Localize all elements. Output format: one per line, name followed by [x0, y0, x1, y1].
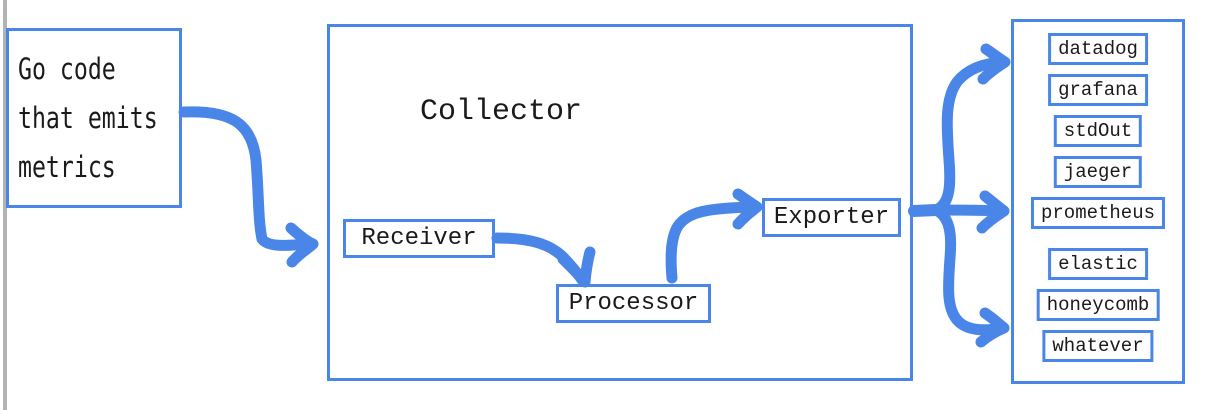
source-line-2: that emits — [18, 100, 158, 135]
go-code-source-box[interactable]: Go code that emits metrics — [6, 28, 182, 208]
receiver-box[interactable]: Receiver — [343, 219, 495, 258]
arrow-source-to-receiver — [178, 106, 319, 268]
destination-prometheus[interactable]: prometheus — [1030, 197, 1166, 229]
exporter-box[interactable]: Exporter — [762, 198, 901, 237]
destination-jaeger[interactable]: jaeger — [1053, 156, 1143, 188]
destination-label: elastic — [1058, 253, 1138, 275]
source-line-1: Go code — [18, 51, 116, 86]
destination-label: honeycomb — [1046, 294, 1150, 316]
destination-grafana[interactable]: grafana — [1048, 74, 1148, 106]
destination-honeycomb[interactable]: honeycomb — [1036, 289, 1160, 321]
page-edge-strip — [3, 0, 7, 410]
collector-title: Collector — [420, 95, 583, 129]
destination-label: jaeger — [1063, 161, 1133, 183]
receiver-label: Receiver — [361, 225, 477, 252]
source-line-3: metrics — [18, 149, 116, 184]
destinations-container: datadog grafana stdOut jaeger prometheus… — [1011, 19, 1185, 384]
destination-label: grafana — [1058, 79, 1138, 101]
processor-box[interactable]: Processor — [556, 284, 711, 323]
destination-label: prometheus — [1040, 202, 1156, 224]
exporter-label: Exporter — [773, 204, 890, 231]
destination-elastic[interactable]: elastic — [1048, 248, 1148, 280]
arrow-collector-fan — [908, 43, 1011, 348]
destination-whatever[interactable]: whatever — [1042, 330, 1154, 362]
destination-label: datadog — [1058, 38, 1138, 60]
processor-label: Processor — [568, 290, 699, 317]
destination-datadog[interactable]: datadog — [1048, 33, 1148, 65]
destination-label: whatever — [1052, 335, 1144, 357]
destination-stdout[interactable]: stdOut — [1053, 115, 1143, 147]
destination-label: stdOut — [1063, 120, 1133, 142]
